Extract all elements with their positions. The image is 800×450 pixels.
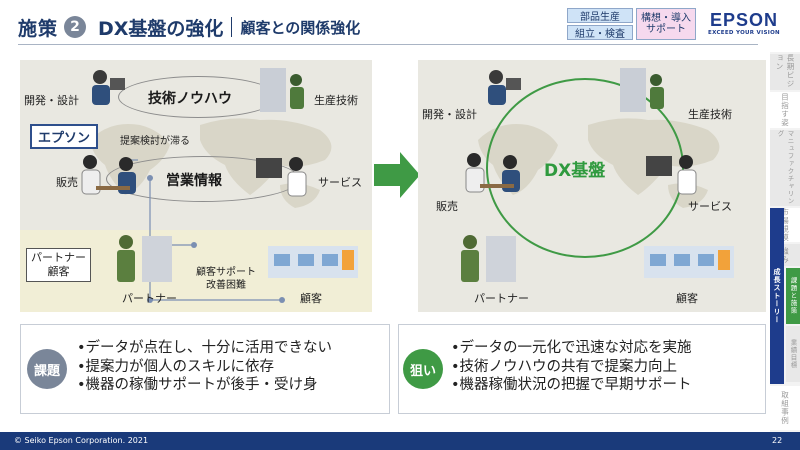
sidebar-item-label: 市場規模 xyxy=(780,208,790,242)
title-subtitle-dx: DX基盤の強化 xyxy=(98,17,224,40)
aims-section: 狙い •データの一元化で迅速な対応を実施 •技術ノウハウの共有で提案力向上 •機… xyxy=(398,324,766,414)
issue-item: •データが点在し、十分に活用できない xyxy=(77,340,333,356)
right-partner-person-icon xyxy=(456,232,520,288)
sidebar-item-label: 成長ストーリー xyxy=(773,268,781,324)
right-sales-people-icon xyxy=(460,150,530,198)
sidebar-item-manufacturing[interactable]: マニュファクチャリング xyxy=(770,130,800,206)
logo-tagline: EXCEED YOUR VISION xyxy=(708,30,780,36)
aim-item: •技術ノウハウの共有で提案力向上 xyxy=(451,358,678,375)
service-person-icon xyxy=(256,152,312,200)
sidebar-item-growth-story[interactable]: 成長ストーリー xyxy=(770,208,784,384)
sidebar-item-label: 長期ビジョン xyxy=(775,54,795,88)
sidebar-item-label: 業績目標 xyxy=(789,339,797,369)
right-partner-label: パートナー xyxy=(474,292,529,305)
left-partner-label: パートナー xyxy=(122,292,177,305)
issue-item: •機器の稼働サポートが後手・受け身 xyxy=(77,377,318,393)
header-divider xyxy=(18,44,758,45)
sales-info-label: 営業情報 xyxy=(166,173,222,189)
logo-wordmark: EPSON xyxy=(709,10,779,30)
title-separator xyxy=(231,17,233,37)
partner-customer-box: パートナー 顧客 xyxy=(26,248,91,282)
epson-logo: EPSON EXCEED YOUR VISION xyxy=(704,10,784,36)
left-dev-label: 開発・設計 xyxy=(24,94,79,107)
sidebar-item-label: 目指す姿 xyxy=(780,93,790,127)
title-subtitle-relationship: 顧客との関係強化 xyxy=(240,18,361,37)
issue-item: •提案力が個人のスキルに依存 xyxy=(77,358,275,375)
sidebar-item-performance-targets[interactable]: 業績目標 xyxy=(786,326,800,382)
sales-people-icon xyxy=(76,152,146,200)
customer-support-hard-label: 顧客サポート 改善困難 xyxy=(196,267,256,291)
right-customer-factory-icon xyxy=(640,236,740,286)
title-main: 施策 xyxy=(18,17,59,40)
sidebar-item-label: 強み xyxy=(780,246,790,264)
aim-item: •機器稼働状況の把握で早期サポート xyxy=(451,377,692,393)
dx-platform-label: DX基盤 xyxy=(544,161,606,181)
right-production-tech-person-icon xyxy=(618,66,672,116)
issues-badge: 課題 xyxy=(27,349,67,389)
right-prod-tech-label: 生産技術 xyxy=(688,108,732,121)
transform-arrow-icon xyxy=(374,152,420,198)
partner-person-icon xyxy=(112,232,176,288)
sidebar-item-label: マニュファクチャリング xyxy=(776,130,794,205)
right-developer-person-icon xyxy=(482,68,522,110)
tag-concept-support: 構想・導入 サポート xyxy=(636,8,696,40)
customer-factory-icon xyxy=(264,236,364,286)
proposal-stalls-label: 提案検討が滞る xyxy=(120,136,190,147)
right-service-label: サービス xyxy=(688,200,732,213)
aims-list: •データの一元化で迅速な対応を実施 •技術ノウハウの共有で提案力向上 •機器稼働… xyxy=(451,339,692,395)
issues-list: •データが点在し、十分に活用できない •提案力が個人のスキルに依存 •機器の稼働… xyxy=(77,339,332,395)
tag-parts-production: 部品生産 xyxy=(567,8,633,23)
copyright-text: © Seiko Epson Corporation. 2021 xyxy=(14,436,149,445)
left-service-label: サービス xyxy=(318,176,362,189)
sidebar-item-label: 取組事例 xyxy=(780,391,790,425)
sidebar-item-long-term-vision[interactable]: 長期ビジョン xyxy=(770,54,800,90)
right-sales-label: 販売 xyxy=(436,200,458,213)
left-prod-tech-label: 生産技術 xyxy=(314,94,358,107)
aims-badge: 狙い xyxy=(403,349,443,389)
sidebar-item-case-studies[interactable]: 取組事例 xyxy=(770,386,800,430)
sidebar-item-issues-measures[interactable]: 課題と施策 xyxy=(786,268,800,324)
issues-section: 課題 •データが点在し、十分に活用できない •提案力が個人のスキルに依存 •機器… xyxy=(20,324,390,414)
epson-box: エプソン xyxy=(30,124,99,149)
sidebar-item-target[interactable]: 目指す姿 xyxy=(770,92,800,128)
right-dev-label: 開発・設計 xyxy=(422,108,477,121)
footer-bar: © Seiko Epson Corporation. 2021 22 xyxy=(0,432,800,450)
slide-title: 施策 2 DX基盤の強化 顧客との関係強化 xyxy=(18,12,360,42)
right-customer-label: 顧客 xyxy=(676,292,698,305)
sidebar-item-label: 課題と施策 xyxy=(789,277,797,315)
left-customer-label: 顧客 xyxy=(300,292,322,305)
right-service-person-icon xyxy=(646,150,702,198)
developer-person-icon xyxy=(86,68,126,110)
title-number-badge: 2 xyxy=(64,16,87,38)
left-sales-label: 販売 xyxy=(56,176,78,189)
aim-item: •データの一元化で迅速な対応を実施 xyxy=(451,340,692,356)
production-tech-person-icon xyxy=(258,66,312,116)
tag-assembly-inspection: 組立・検査 xyxy=(567,25,633,40)
know-how-label: 技術ノウハウ xyxy=(148,91,232,107)
page-number: 22 xyxy=(772,436,783,445)
